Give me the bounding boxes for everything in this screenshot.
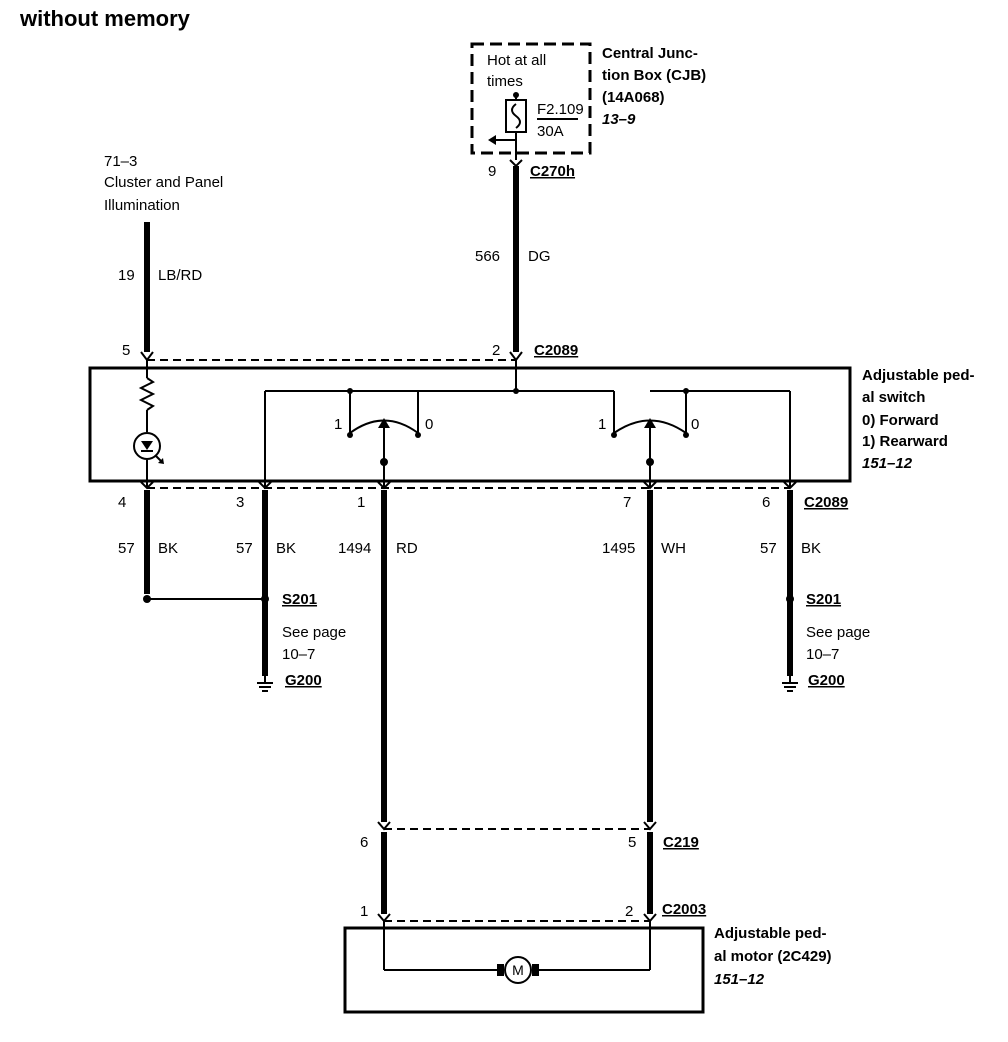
c2089-top-label: C2089 — [534, 342, 578, 359]
motor-icon — [497, 956, 539, 984]
wire-57b-circuit: 57 — [236, 540, 253, 557]
wire-1494-color: RD — [396, 540, 418, 557]
cjb-hot-line2: times — [487, 73, 523, 90]
c2089-pin-2-arrow — [509, 351, 523, 362]
right-contact-0: 0 — [691, 416, 699, 433]
switch-contact-right — [611, 418, 689, 487]
splice-left-id: S201 — [282, 591, 317, 608]
splice-left — [143, 595, 269, 603]
c2003-pin-1: 1 — [360, 903, 368, 920]
fuse-rating: 30A — [537, 123, 564, 140]
illumination-line1: Cluster and Panel — [104, 174, 223, 191]
cjb-box — [470, 42, 592, 155]
cjb-hot-line1: Hot at all — [487, 52, 546, 69]
c219-pin-5-arrow — [643, 821, 657, 831]
left-contact-0: 0 — [425, 416, 433, 433]
c2089-bottom-label: C2089 — [804, 494, 848, 511]
motor-circuit — [383, 921, 651, 971]
c2089-pin-6-arrow — [783, 481, 797, 490]
pedal-motor-name-line2: al motor (2C429) — [714, 948, 832, 965]
splice-left-see2: 10–7 — [282, 646, 315, 663]
wire-1495-circuit: 1495 — [602, 540, 635, 557]
pedal-switch-ref: 151–12 — [862, 455, 913, 472]
c2089-pin-1-arrow — [377, 481, 391, 490]
c219-label: C219 — [663, 834, 699, 851]
c2089-pin-3-arrow — [258, 481, 272, 490]
c270h-label: C270h — [530, 163, 575, 180]
fuse-id: F2.109 — [537, 101, 584, 118]
pedal-motor-name-line1: Adjustable ped- — [714, 925, 827, 942]
c2089-pin-7: 7 — [623, 494, 631, 511]
c2089-pin-6: 6 — [762, 494, 770, 511]
splice-right-dot — [786, 595, 794, 603]
right-contact-1: 1 — [598, 416, 606, 433]
splice-left-see1: See page — [282, 624, 346, 641]
wire-19-color: LB/RD — [158, 267, 202, 284]
illumination-line2: Illumination — [104, 197, 180, 214]
pedal-switch-box — [88, 366, 852, 483]
wire-57c-circuit: 57 — [760, 540, 777, 557]
c2003-label: C2003 — [662, 901, 706, 918]
ground-right-icon — [782, 676, 798, 692]
wire-566-circuit: 566 — [475, 248, 500, 265]
illumination-circuit — [138, 360, 156, 487]
splice-right-id: S201 — [806, 591, 841, 608]
c2089-pin-7-arrow — [643, 481, 657, 490]
c219-pin-6: 6 — [360, 834, 368, 851]
ground-left-icon — [257, 676, 273, 692]
c2003-pin-2: 2 — [625, 903, 633, 920]
lamp-icon — [133, 432, 164, 464]
cjb-name-line2: tion Box (CJB) — [602, 67, 706, 84]
c2089-pin-5: 5 — [122, 342, 130, 359]
wire-57c-color: BK — [801, 540, 821, 557]
c2003-pin-2-arrow — [643, 913, 657, 923]
pedal-switch-name-line1: Adjustable ped- — [862, 367, 975, 384]
pedal-switch-pos1: 1) Rearward — [862, 433, 948, 450]
pedal-motor-ref: 151–12 — [714, 971, 765, 988]
c2089-pin-4: 4 — [118, 494, 126, 511]
wire-1495-color: WH — [661, 540, 686, 557]
wire-57a-circuit: 57 — [118, 540, 135, 557]
c219-pin-6-arrow — [377, 821, 391, 831]
left-contact-1: 1 — [334, 416, 342, 433]
c219-pin-5: 5 — [628, 834, 636, 851]
splice-right-see2: 10–7 — [806, 646, 839, 663]
c2003-pin-1-arrow — [377, 913, 391, 923]
c270h-pin-9: 9 — [488, 163, 496, 180]
cjb-name-line3: (14A068) — [602, 89, 665, 106]
wire-57a-color: BK — [158, 540, 178, 557]
c2089-pin-1: 1 — [357, 494, 365, 511]
c270h-pin-arrow — [509, 159, 523, 168]
wire-19-circuit: 19 — [118, 267, 135, 284]
c2089-pin-2: 2 — [492, 342, 500, 359]
motor-symbol: M — [512, 962, 524, 978]
ground-right-id: G200 — [808, 672, 845, 689]
c2089-pin-4-arrow — [140, 481, 154, 490]
splice-right-see1: See page — [806, 624, 870, 641]
cjb-ref: 13–9 — [602, 111, 636, 128]
switch-internal-wiring — [264, 360, 791, 487]
wire-566-color: DG — [528, 248, 551, 265]
diagram-title: without memory — [19, 6, 191, 31]
illumination-ref: 71–3 — [104, 153, 137, 170]
switch-contact-left — [347, 418, 421, 487]
c2089-pin-3: 3 — [236, 494, 244, 511]
cjb-name-line1: Central Junc- — [602, 45, 698, 62]
wire-57b-color: BK — [276, 540, 296, 557]
fuse-icon — [488, 92, 527, 145]
ground-left-id: G200 — [285, 672, 322, 689]
pedal-motor-box — [343, 926, 705, 1014]
pedal-switch-pos0: 0) Forward — [862, 412, 939, 429]
c2089-pin-5-arrow — [140, 351, 154, 362]
wire-1494-circuit: 1494 — [338, 540, 371, 557]
pedal-switch-name-line2: al switch — [862, 389, 925, 406]
